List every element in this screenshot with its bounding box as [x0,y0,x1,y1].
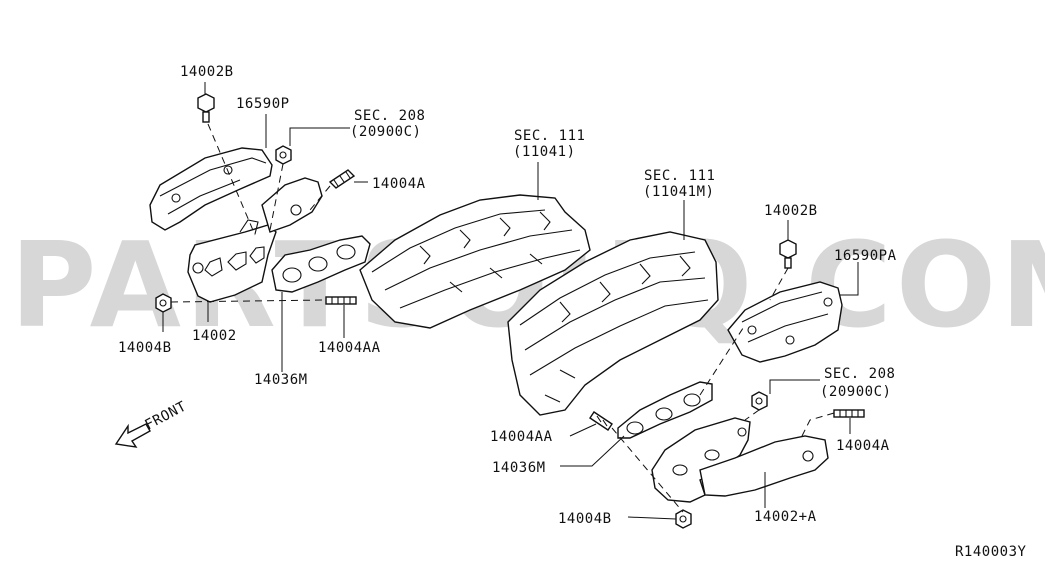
label-sec208-right-line2[interactable]: (20900C) [820,384,891,400]
label-sec111m-line2[interactable]: (11041M) [643,184,714,200]
right-cylinder-head[interactable] [507,231,719,416]
assembly-lines [170,123,835,513]
bolt-14002b-left[interactable] [197,93,215,123]
front-arrow: FRONT [114,398,189,448]
stud-14004a-right[interactable] [833,409,865,418]
label-sec208-left-line1[interactable]: SEC. 208 [354,108,425,124]
label-14004a-left[interactable]: 14004A [372,176,426,192]
label-sec111m-line1[interactable]: SEC. 111 [644,168,715,184]
label-16590pa[interactable]: 16590PA [834,248,897,264]
stud-14004aa-left[interactable] [325,296,357,305]
left-manifold-gasket[interactable] [271,235,371,293]
diagram-code: R140003Y [955,544,1027,560]
label-14036m-right[interactable]: 14036M [492,460,546,476]
label-sec208-right-line1[interactable]: SEC. 208 [824,366,895,382]
label-14002a[interactable]: 14002+A [754,509,817,525]
label-14004a-right[interactable]: 14004A [836,438,890,454]
stud-14004aa-right[interactable] [589,411,613,431]
leader-lines [162,82,859,520]
nut-14004b-left[interactable] [155,293,172,313]
left-heat-shield[interactable] [149,147,273,231]
bolt-14002b-right[interactable] [779,239,797,269]
left-cylinder-head[interactable] [359,194,591,329]
label-14004aa-left[interactable]: 14004AA [318,340,381,356]
nut-14004b-right[interactable] [675,509,692,529]
part-labels: 14002B 16590P SEC. 208 (20900C) SEC. 111… [118,64,1027,560]
label-16590p[interactable]: 16590P [236,96,290,112]
right-heat-shield[interactable] [727,281,843,363]
label-14002b-left[interactable]: 14002B [180,64,234,80]
label-14004aa-right[interactable]: 14004AA [490,429,553,445]
right-exhaust-manifold[interactable] [651,417,829,503]
label-sec111-line2[interactable]: (11041) [513,144,576,160]
label-14004b-left[interactable]: 14004B [118,340,172,356]
label-14004b-right[interactable]: 14004B [558,511,612,527]
right-manifold-gasket[interactable] [617,381,713,439]
nut-sec208-right[interactable] [751,391,768,411]
nut-sec208-left[interactable] [275,145,292,165]
label-14002[interactable]: 14002 [192,328,237,344]
label-14036m-left[interactable]: 14036M [254,372,308,388]
stud-14004a-left[interactable] [328,169,356,189]
front-label: FRONT [142,398,189,433]
label-sec111-line1[interactable]: SEC. 111 [514,128,585,144]
label-14002b-right[interactable]: 14002B [764,203,818,219]
label-sec208-left-line2[interactable]: (20900C) [350,124,421,140]
